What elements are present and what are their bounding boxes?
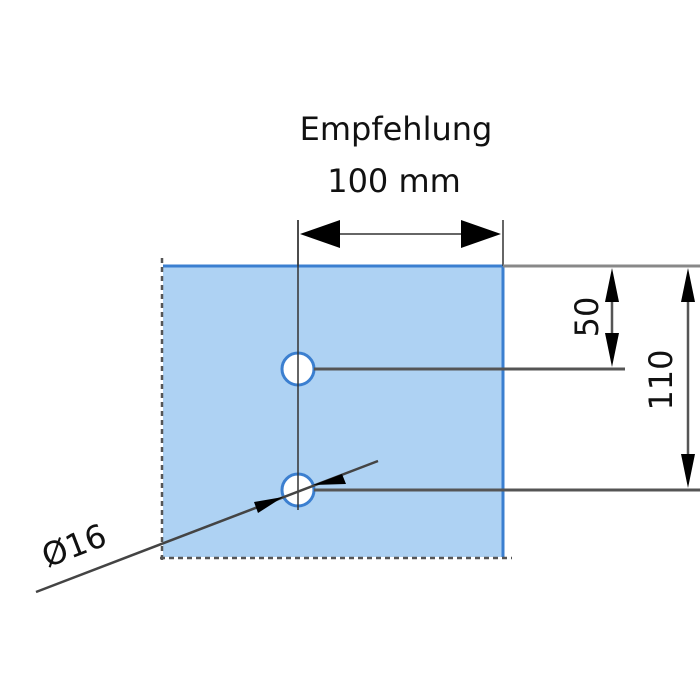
spacing-arrow-left [300,220,340,248]
offset-label: 50 [568,297,606,338]
offset-dimension: 50 [568,268,619,367]
diameter-arrow-outer [254,497,283,513]
offset-arrow-top [605,268,619,302]
recommendation-label: Empfehlung [300,110,493,148]
offset-arrow-bottom [605,333,619,367]
pitch-label: 110 [642,349,680,410]
recommendation-spacing: 100 mm [327,162,461,200]
pitch-arrow-top [681,268,695,302]
pitch-arrow-bottom [681,454,695,488]
mounting-plate [160,258,512,560]
spacing-arrow-right [461,220,501,248]
right-extension-lines [314,264,700,492]
pitch-dimension: 110 [642,268,695,488]
plate-body [163,265,504,557]
spacing-dimension: Empfehlung 100 mm [297,110,504,266]
diameter-arrow-inner [313,474,346,485]
